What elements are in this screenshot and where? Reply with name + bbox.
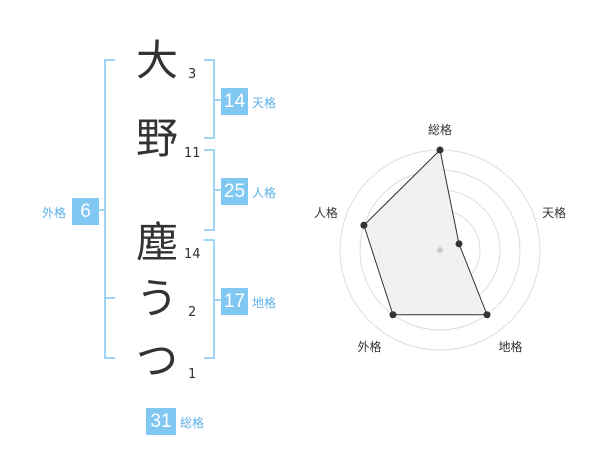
jinkaku-value-badge: 25: [221, 178, 248, 205]
radar-axis-label-3: 外格: [357, 339, 381, 354]
stroke-count-1: 3: [188, 67, 197, 82]
stroke-count-2: 11: [184, 146, 201, 161]
name-char-3: 塵: [135, 218, 178, 267]
name-char-4: う: [135, 274, 178, 323]
radar-point-0: [436, 146, 444, 154]
radar-point-3: [389, 311, 397, 319]
name-char-2: 野: [135, 114, 178, 163]
stroke-count-3: 14: [184, 247, 201, 262]
chikaku-bracket: [204, 239, 215, 359]
radar-point-1: [455, 240, 463, 248]
gaikaku-label: 外格: [41, 206, 66, 220]
chikaku-label: 地格: [252, 296, 277, 310]
tenkaku-value-badge: 14: [221, 88, 248, 115]
soukaku-label: 総格: [180, 416, 205, 430]
gaikaku-value-badge: 6: [72, 198, 99, 225]
radar-point-4: [360, 221, 368, 229]
tenkaku-label: 天格: [252, 96, 277, 110]
jinkaku-label: 人格: [252, 186, 277, 200]
stroke-count-4: 2: [188, 305, 197, 320]
radar-axis-label-4: 人格: [314, 205, 338, 220]
radar-center-dot: [437, 247, 443, 253]
name-char-1: 大: [135, 36, 178, 85]
radar-area: [363, 148, 488, 316]
name-char-5: つ: [135, 336, 178, 385]
radar-points: [360, 146, 491, 319]
radar-axis-label-0: 総格: [428, 122, 452, 137]
radar-axis-label-1: 天格: [542, 205, 566, 220]
radar-axis-label-2: 地格: [499, 339, 523, 354]
radar-point-2: [483, 311, 491, 319]
gaikaku-bracket: [104, 59, 115, 359]
stroke-count-5: 1: [188, 367, 197, 382]
soukaku-value-badge: 31: [146, 408, 176, 435]
chikaku-value-badge: 17: [221, 288, 248, 315]
tenkaku-bracket: [204, 59, 215, 139]
